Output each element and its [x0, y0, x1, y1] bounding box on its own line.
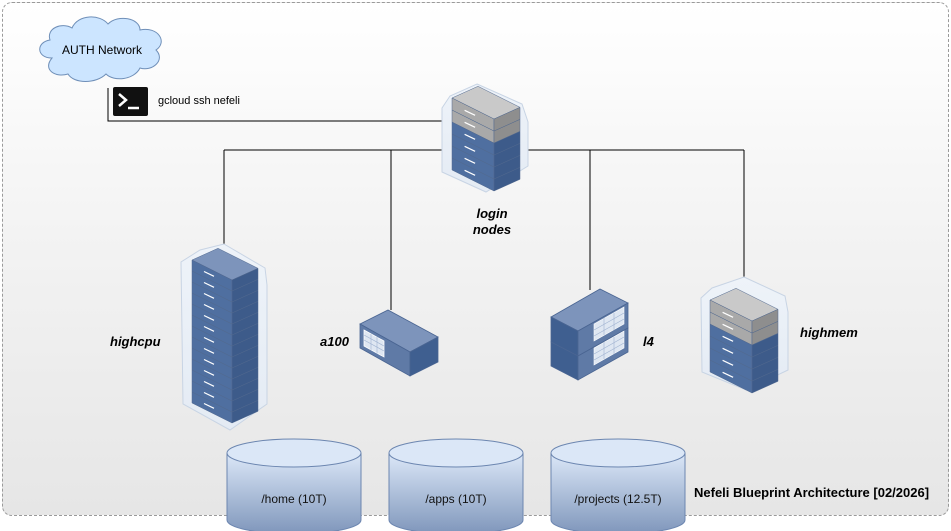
diagram-title: Nefeli Blueprint Architecture [02/2026]	[694, 485, 930, 500]
login-label-line2: nodes	[472, 222, 512, 237]
highcpu-server-icon	[180, 243, 268, 431]
server-unit	[709, 288, 779, 334]
highmem-label: highmem	[800, 325, 858, 340]
login-label-line1: login	[476, 206, 508, 221]
highmem-server-icon	[700, 276, 789, 394]
server-unit	[191, 248, 259, 292]
ssh-command-label: gcloud ssh nefeli	[158, 95, 240, 107]
storage-apps-label: /apps (10T)	[425, 492, 487, 506]
auth-network-label: AUTH Network	[62, 43, 143, 57]
storage-projects-label: /projects (12.5T)	[574, 492, 662, 506]
server-unit	[451, 86, 521, 132]
login-server-icon	[441, 83, 529, 193]
storage-apps-cylinder	[388, 438, 524, 531]
a100-gpu-icon	[359, 309, 439, 377]
storage-home-cylinder	[226, 438, 362, 531]
storage-projects-cylinder	[550, 438, 686, 531]
cloud-icon	[39, 16, 162, 82]
login-nodes-label: login nodes	[462, 206, 522, 238]
terminal-icon	[113, 87, 148, 116]
a100-label: a100	[320, 334, 349, 349]
l4-gpu-icon	[550, 288, 629, 381]
ssh-connector	[107, 88, 448, 122]
storage-home-label: /home (10T)	[261, 492, 327, 506]
l4-label: l4	[643, 334, 654, 349]
highcpu-label: highcpu	[110, 334, 161, 349]
